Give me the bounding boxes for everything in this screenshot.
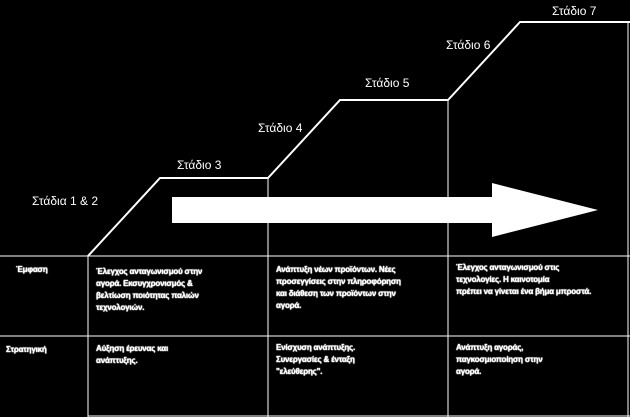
cell-emphasis-stage-1-3: Έλεγχος ανταγωνισμού στην αγορά. Εκσυγχρ… — [96, 267, 203, 312]
cell-emphasis-stage-4-5: Ανάπτυξη νέων προϊόντων. Νέες προσεγγίσε… — [276, 265, 401, 310]
progress-arrow — [172, 183, 598, 237]
cell-strategy-stage-6-7: Ανάπτυξη αγοράς, παγκοσμιοποίηση στην αγ… — [456, 343, 543, 376]
cell-emphasis-stage-6-7: Έλεγχος ανταγωνισμού στις τεχνολογίες. Η… — [456, 263, 592, 296]
row-header-strategy: Στρατηγική — [6, 345, 47, 354]
stage-label-6: Στάδιο 6 — [446, 38, 491, 52]
stage-label-4: Στάδιο 4 — [258, 121, 303, 135]
stage-label-5: Στάδιο 5 — [365, 76, 410, 90]
staircase-outline — [87, 21, 630, 257]
stage-label-7: Στάδιο 7 — [552, 4, 597, 18]
stage-label-3: Στάδιο 3 — [177, 158, 222, 172]
stage-label-1-2: Στάδια 1 & 2 — [32, 194, 98, 208]
cell-strategy-stage-4-5: Ενίσχυση ανάπτυξης. Συνεργασίες & ένταξη… — [276, 343, 355, 376]
row-header-emphasis: Έμφαση — [16, 265, 48, 274]
cell-strategy-stage-1-3: Αύξηση έρευνας και ανάπτυξης. — [96, 344, 168, 365]
